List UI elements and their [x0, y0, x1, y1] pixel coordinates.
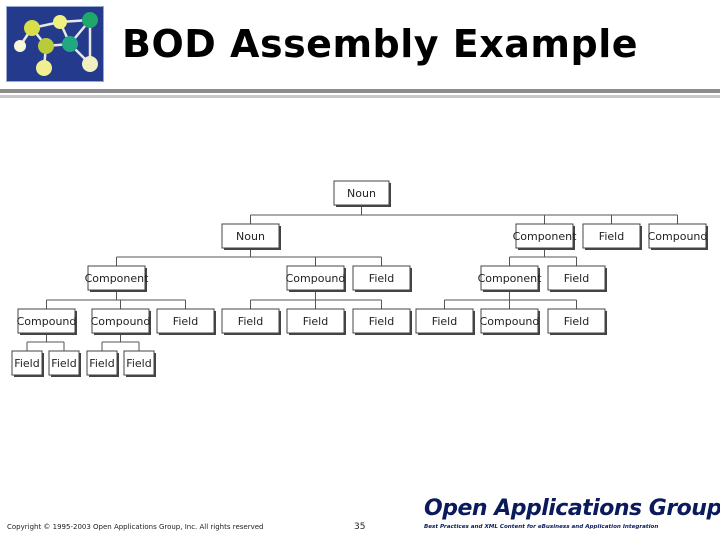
brand-tagline: Best Practices and XML Content for eBusi… [424, 524, 659, 530]
tree-node-compound: Compound [286, 265, 346, 292]
tree-node-label: Field [238, 315, 263, 328]
tree-connector [46, 290, 186, 309]
tree-connector [101, 333, 140, 351]
tree-node-field: Field [86, 350, 119, 377]
tree-connector [26, 333, 65, 351]
tree-node-label: Field [126, 357, 151, 370]
tree-node-field: Field [48, 350, 81, 377]
tree-node-field: Field [286, 308, 346, 335]
brand-banner: Open Applications Group Best Practices a… [416, 496, 720, 540]
tree-node-label: Noun [347, 187, 376, 200]
tree-node-field: Field [352, 308, 412, 335]
tree-node-label: Compound [480, 315, 540, 328]
tree-node-field: Field [415, 308, 475, 335]
tree-node-label: Compound [17, 315, 77, 328]
tree-node-field: Field [547, 265, 607, 292]
tree-node-compound: Compound [91, 308, 151, 335]
tree-node-label: Field [369, 315, 394, 328]
tree-node-field: Field [582, 223, 642, 250]
tree-node-noun: Noun [333, 180, 391, 207]
brand-name: Open Applications Group [424, 496, 720, 521]
tree-node-field: Field [352, 265, 412, 292]
tree-node-label: Field [599, 230, 624, 243]
tree-connector [509, 248, 577, 266]
tree-node-label: Field [303, 315, 328, 328]
tree-node-field: Field [221, 308, 281, 335]
tree-node-component: Component [513, 223, 578, 250]
slide-title: BOD Assembly Example [122, 22, 638, 66]
tree-node-label: Field [564, 315, 589, 328]
tree-connector [116, 248, 382, 266]
tree-node-component: Component [85, 265, 150, 292]
tree-node-label: Noun [236, 230, 265, 243]
tree-connector [250, 290, 382, 309]
tree-node-field: Field [547, 308, 607, 335]
tree-node-label: Field [51, 357, 76, 370]
tree-node-noun: Noun [221, 223, 281, 250]
tree-node-label: Compound [286, 272, 346, 285]
tree-node-field: Field [123, 350, 156, 377]
tree-connector [444, 290, 577, 309]
tree-node-label: Field [432, 315, 457, 328]
tree-node-label: Field [369, 272, 394, 285]
tree-node-component: Component [478, 265, 543, 292]
tree-node-label: Field [564, 272, 589, 285]
tree-node-label: Compound [648, 230, 708, 243]
tree-node-compound: Compound [480, 308, 540, 335]
tree-node-label: Component [85, 272, 150, 285]
tree-node-label: Component [513, 230, 578, 243]
tree-node-label: Field [14, 357, 39, 370]
tree-connector [250, 205, 678, 224]
tree-edges [26, 205, 678, 351]
tree-node-label: Field [173, 315, 198, 328]
copyright-notice: Copyright © 1995-2003 Open Applications … [7, 523, 264, 531]
header-divider [0, 89, 720, 98]
tree-node-label: Component [478, 272, 543, 285]
tree-node-label: Field [89, 357, 114, 370]
tree-node-compound: Compound [648, 223, 708, 250]
tree-node-field: Field [11, 350, 44, 377]
tree-node-compound: Compound [17, 308, 77, 335]
tree-node-field: Field [156, 308, 216, 335]
open-applications-group-logo-icon [6, 6, 104, 82]
tree-node-label: Compound [91, 315, 151, 328]
page-number: 35 [354, 522, 366, 532]
